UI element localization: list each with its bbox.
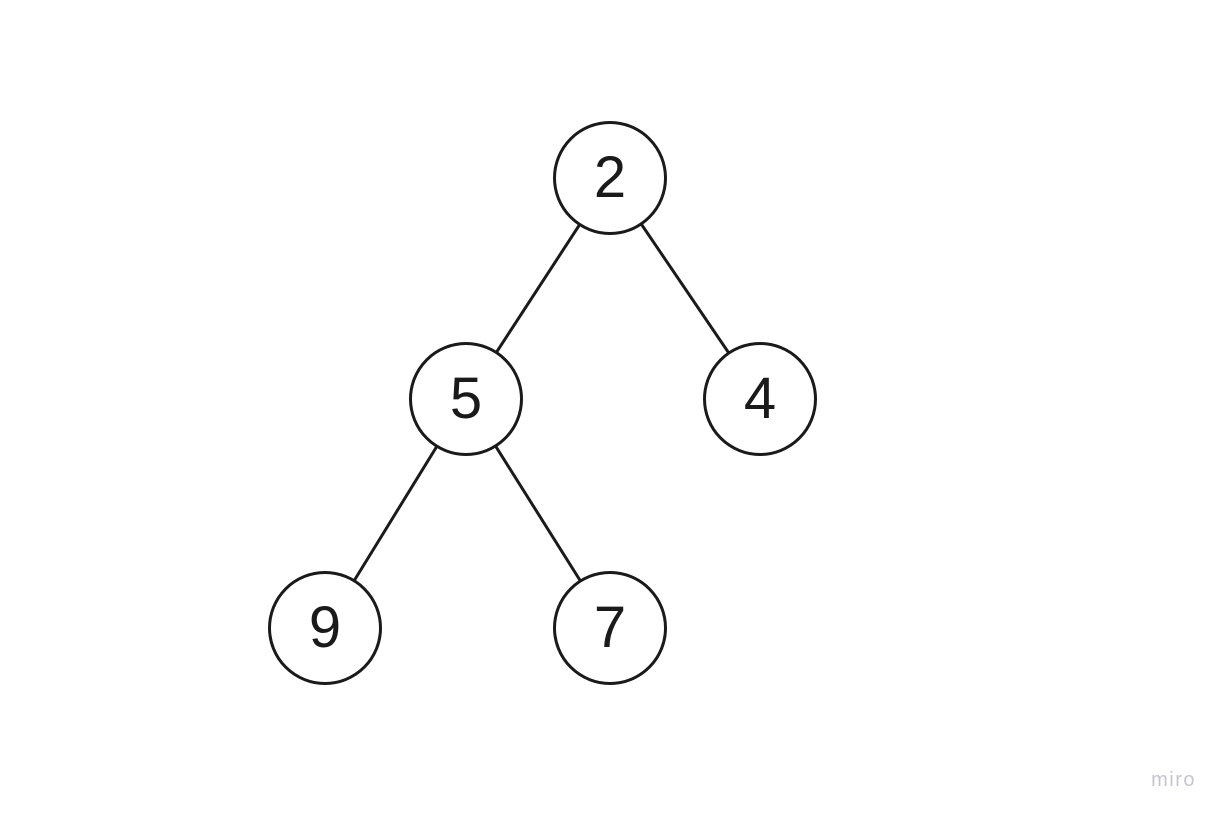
tree-node-left[interactable]: 5	[409, 342, 523, 456]
node-value: 5	[449, 366, 483, 431]
miro-watermark: miro	[1151, 769, 1196, 791]
tree-node-left-left[interactable]: 9	[268, 571, 382, 685]
node-value: 4	[743, 366, 777, 431]
node-value: 9	[308, 595, 342, 660]
tree-node-left-right[interactable]: 7	[553, 571, 667, 685]
node-value: 2	[593, 145, 627, 210]
tree-node-right[interactable]: 4	[703, 342, 817, 456]
tree-node-root[interactable]: 2	[553, 121, 667, 235]
node-value: 7	[593, 595, 627, 660]
